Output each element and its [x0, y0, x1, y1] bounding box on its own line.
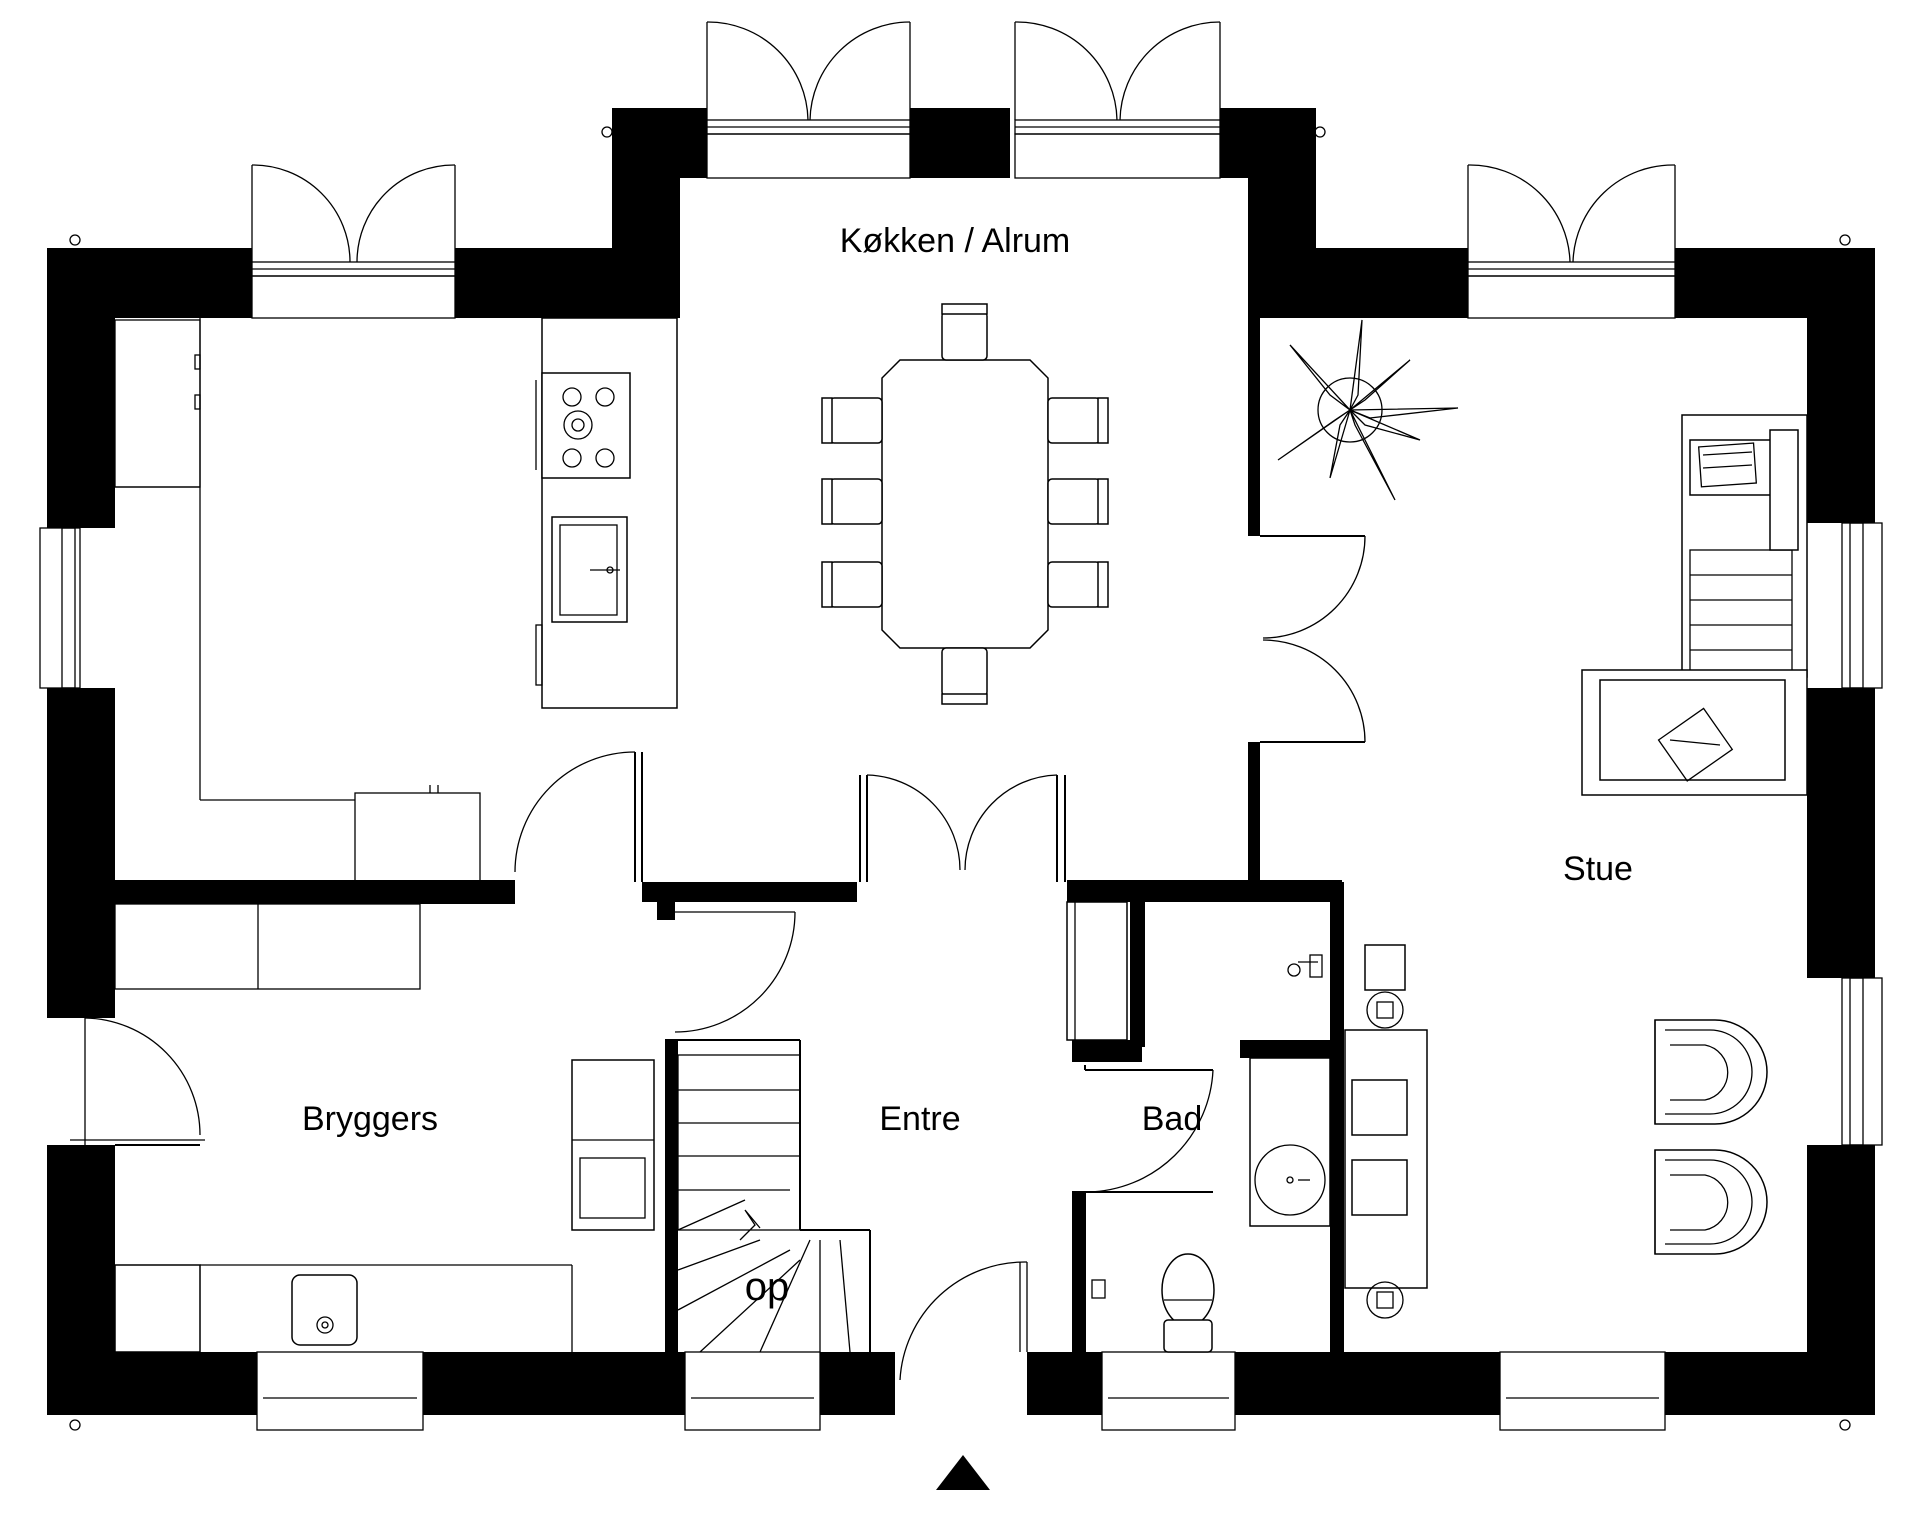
- armchair-icon: [1654, 1149, 1768, 1255]
- room-label-hall: Entre: [879, 1100, 960, 1138]
- sink-icon: [551, 516, 628, 623]
- windows: [39, 119, 1883, 1431]
- room-label-living: Stue: [1563, 850, 1633, 888]
- dining-set: [821, 303, 1109, 705]
- corner-markers: [69, 126, 1851, 1431]
- kitchen-fittings: [114, 317, 678, 884]
- utility-fittings: [114, 903, 655, 1353]
- room-label-kitchen: Køkken / Alrum: [840, 222, 1071, 260]
- stove-icon: [535, 372, 631, 479]
- exterior-doors: [70, 21, 1676, 1381]
- cushion-icon: [1697, 442, 1758, 488]
- bathroom-fittings: [1066, 901, 1331, 1353]
- cushion-icon: [1657, 707, 1734, 782]
- room-label-bath: Bad: [1142, 1100, 1203, 1138]
- sink-icon: [1254, 1144, 1326, 1216]
- stair-direction-label: op: [745, 1265, 790, 1309]
- living-table: [1344, 944, 1428, 1319]
- armchair-icon: [1654, 1019, 1768, 1125]
- entrance-arrow-icon: [936, 1455, 990, 1490]
- interior-doors: [514, 535, 1366, 1193]
- room-label-utility: Bryggers: [302, 1100, 438, 1138]
- plant-icon: [1277, 319, 1459, 501]
- exterior-walls: [47, 108, 1875, 1415]
- interior-walls: [115, 318, 1344, 1352]
- sofa: [1581, 414, 1808, 796]
- staircase: [677, 1054, 851, 1353]
- toilet-icon: [1161, 1253, 1215, 1353]
